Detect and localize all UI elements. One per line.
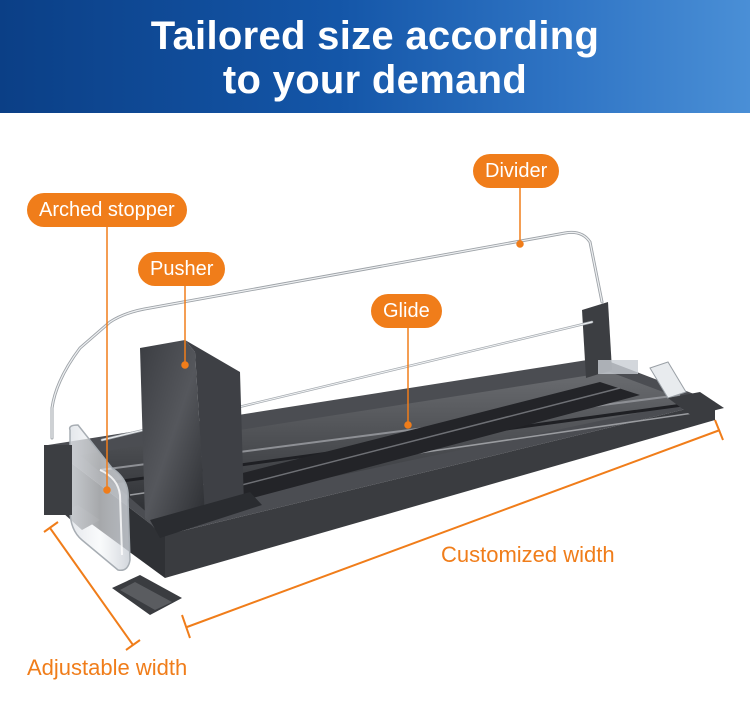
stopper-leader-dot bbox=[103, 486, 111, 494]
glide-callout: Glide bbox=[371, 294, 442, 328]
callout-leaders bbox=[103, 188, 524, 494]
adjustable-width-bracket bbox=[43, 521, 141, 651]
banner-title: Tailored size according to your demand bbox=[0, 14, 750, 102]
glide-leader-dot bbox=[404, 421, 412, 429]
arched-stopper-callout: Arched stopper bbox=[27, 193, 187, 227]
glide-track bbox=[215, 382, 640, 500]
banner-title-line-1: Tailored size according bbox=[150, 14, 600, 58]
divider-leader-dot bbox=[516, 240, 524, 248]
arched-stopper bbox=[44, 424, 131, 572]
customized-width-label: Customized width bbox=[441, 542, 615, 567]
customized-width-bracket bbox=[181, 419, 724, 639]
banner-title-line-2: to your demand bbox=[222, 58, 528, 102]
header-banner: Tailored size according to your demand bbox=[0, 0, 750, 113]
right-end-bracket bbox=[582, 302, 724, 416]
adjustable-width-label: Adjustable width bbox=[27, 655, 188, 680]
pusher-callout: Pusher bbox=[138, 252, 226, 286]
pusher-paddle bbox=[140, 340, 262, 538]
divider-callout: Divider bbox=[473, 154, 560, 188]
pusher-leader-dot bbox=[181, 361, 189, 369]
